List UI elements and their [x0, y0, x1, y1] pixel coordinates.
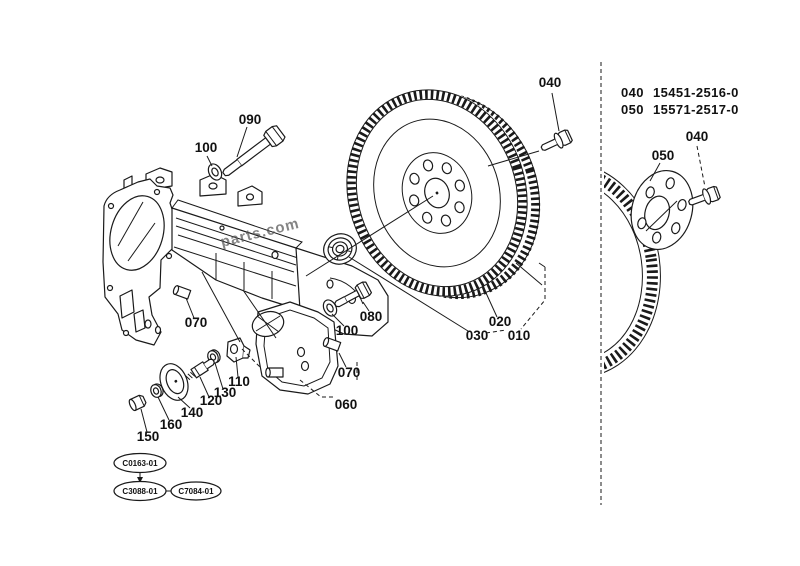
stamp-text-2: C3088-01: [122, 487, 158, 496]
pin-070-left: [171, 284, 192, 300]
bolt-150: [128, 394, 147, 412]
hub-plate-050: [630, 169, 694, 251]
callout-060: 060: [335, 397, 358, 412]
callout-040-inset: 040: [686, 129, 709, 144]
stamp-arrow: [137, 477, 143, 483]
stamp-text-3: C7084-01: [178, 487, 214, 496]
bolt-090: [218, 123, 287, 182]
callout-130: 130: [214, 385, 237, 400]
part-list-number-040: 15451-2516-0: [653, 85, 739, 100]
housing-drawing: [102, 167, 389, 395]
callout-080: 080: [360, 309, 383, 324]
callout-110: 110: [228, 374, 250, 389]
flywheel-face: [345, 89, 529, 297]
callout-050-inset: 050: [652, 148, 675, 163]
bearing-drawing: [323, 233, 357, 265]
callout-070-right: 070: [338, 365, 361, 380]
inset-flywheel-edge: [604, 161, 661, 379]
flywheel-drawing: [345, 89, 541, 300]
callout-100-mid: 100: [336, 323, 359, 338]
callout-020: 020: [489, 314, 512, 329]
disc-140: [159, 363, 189, 401]
callout-090: 090: [239, 112, 262, 127]
callout-040-main: 040: [539, 75, 562, 90]
callout-030: 030: [466, 328, 489, 343]
callout-150: 150: [137, 429, 160, 444]
stud-cluster-drawing: [128, 337, 251, 412]
stamp-oval-1: [113, 452, 167, 474]
callout-100-top: 100: [195, 140, 218, 155]
stamp-text-1: C0163-01: [122, 459, 158, 468]
stud-120: [185, 358, 215, 381]
part-list: 040 15451-2516-0 050 15571-2517-0: [621, 85, 739, 117]
callout-140: 140: [181, 405, 204, 420]
right-panel: 040 15451-2516-0 050 15571-2517-0: [600, 62, 739, 505]
callout-labels: 090 100 040 070 080 100 030 020 010 060 …: [137, 75, 562, 444]
part-list-number-050: 15571-2517-0: [653, 102, 739, 117]
leader-lines: [140, 92, 560, 433]
callout-070-left: 070: [185, 315, 208, 330]
stamp-oval-3: [170, 481, 222, 501]
code-stamps: C0163-01 C3088-01 C7084-01: [113, 452, 222, 502]
callout-120: 120: [200, 393, 223, 408]
callout-160: 160: [160, 417, 183, 432]
front-plate-opening: [109, 195, 165, 271]
part-list-ref-040: 040: [621, 85, 644, 100]
callout-010: 010: [508, 328, 531, 343]
part-list-ref-050: 050: [621, 102, 644, 117]
bolt-040-main: [537, 127, 574, 157]
